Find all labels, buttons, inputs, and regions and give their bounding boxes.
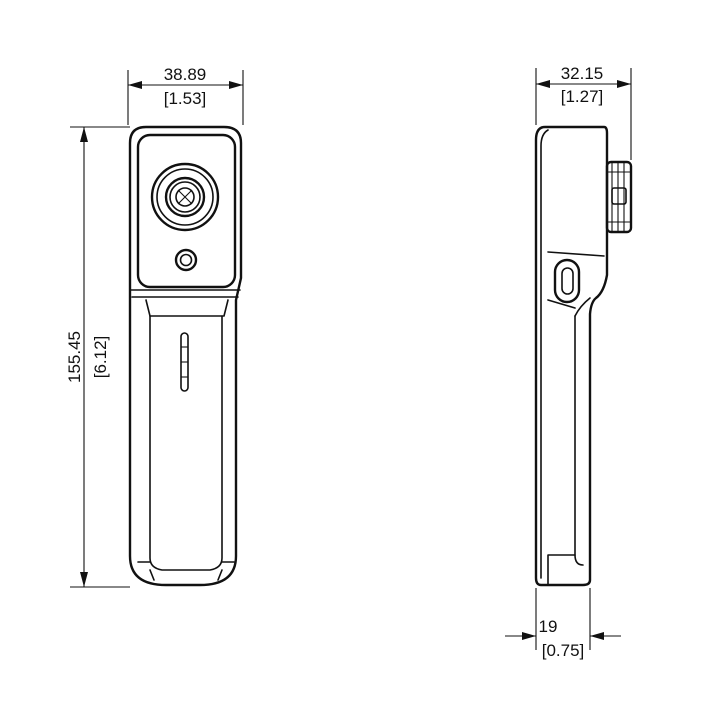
side-depth-dimension: 32.15 [1.27] [535,64,632,160]
side-inner-line [540,129,549,579]
side-seam [547,251,605,309]
handle-panel [149,315,223,571]
handle-bottom [137,561,235,581]
front-height-value: 155.45 [65,331,84,383]
side-bottom-cap [547,554,576,585]
front-width-dimension: 38.89 [1.53] [127,65,244,125]
front-height-imperial: [6.12] [91,336,110,379]
focus-wheel [605,160,633,234]
front-width-value: 38.89 [164,65,207,84]
camera-head-frame [136,133,237,289]
front-width-imperial: [1.53] [164,89,207,108]
side-view [534,125,633,587]
head-transition [130,289,241,317]
front-body-outline [128,125,243,587]
led-indicators [180,332,189,392]
side-back-line [574,315,584,566]
side-button [553,258,581,304]
side-grip-recess [574,297,591,317]
lens [150,162,220,232]
side-grip-imperial: [0.75] [542,641,585,660]
side-grip-value: 19 [539,617,558,636]
front-view [128,125,243,587]
side-body-outline [534,125,609,587]
front-height-dimension: 155.45 [6.12] [65,126,130,588]
side-depth-imperial: [1.27] [561,87,604,106]
side-grip-dimension: 19 [0.75] [505,588,621,660]
sensor-dot [174,248,198,272]
side-depth-value: 32.15 [561,64,604,83]
